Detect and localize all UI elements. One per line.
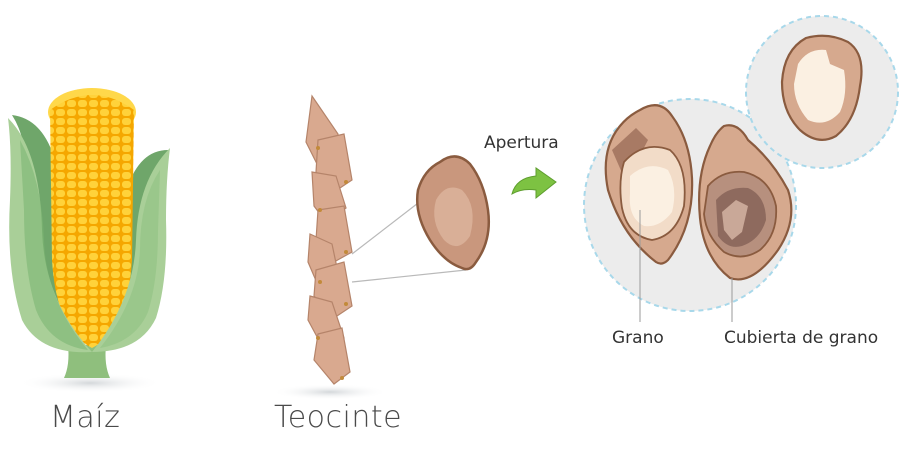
- zoom-line: [352, 270, 466, 282]
- grain-cover-label: Cubierta de grano: [724, 328, 878, 348]
- opening-label: Apertura: [484, 133, 559, 153]
- teosinte-illustration: [272, 96, 489, 400]
- opened-seeds-illustration: [584, 16, 898, 322]
- teosinte-segment: [314, 328, 350, 384]
- maize-label: Maíz: [50, 400, 120, 435]
- grain-label: Grano: [612, 328, 664, 348]
- maize-illustration: [8, 88, 170, 393]
- opening-arrow-icon: [512, 168, 556, 198]
- zoom-line: [352, 200, 422, 254]
- teosinte-label: Teocinte: [274, 400, 402, 435]
- teosinte-shadow: [272, 384, 388, 400]
